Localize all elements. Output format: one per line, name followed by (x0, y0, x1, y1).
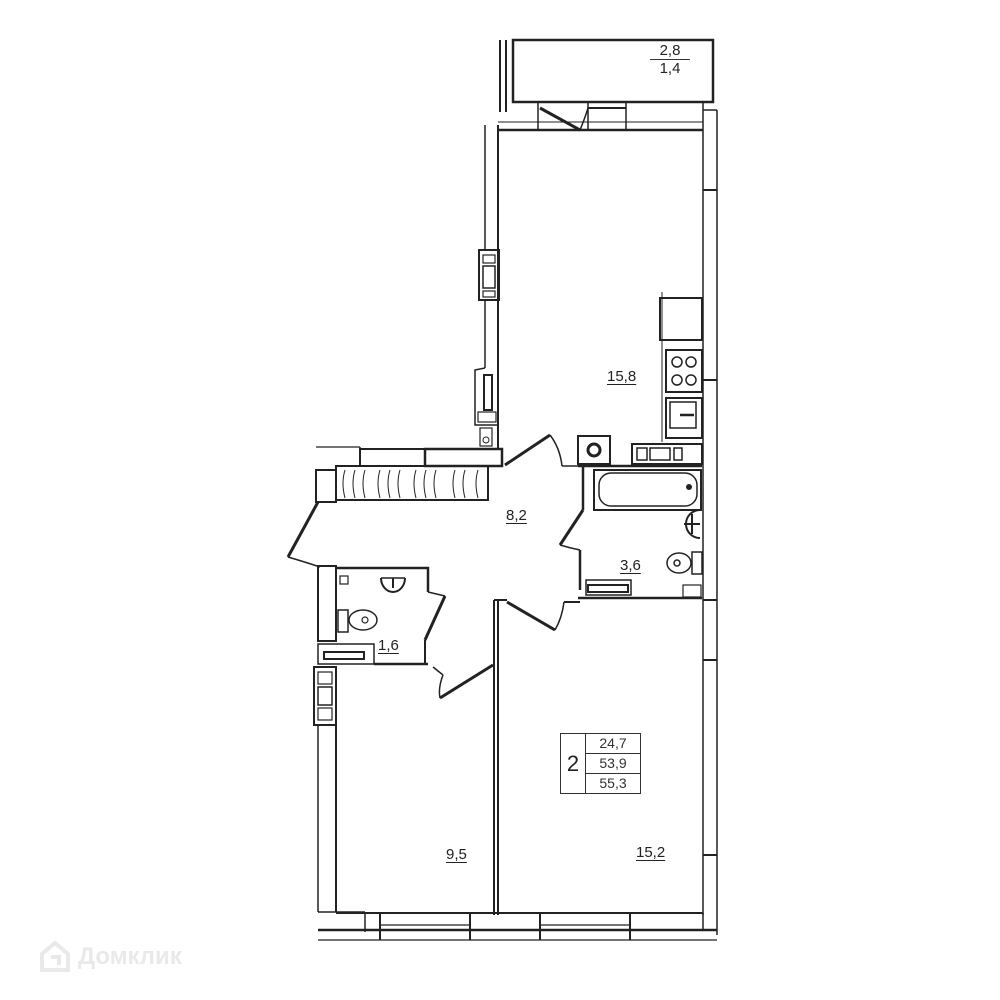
entrance-door (286, 501, 321, 568)
bathroom-area-label: 3,6 (620, 557, 641, 574)
bottom-facade-wall (318, 912, 717, 941)
toilet-area-label: 1,6 (378, 637, 399, 654)
balcony-area-label: 2,8 1,4 (650, 43, 690, 76)
hallway-top-wall (316, 433, 578, 468)
room-count: 2 (561, 734, 586, 793)
total-area: 53,9 (586, 754, 640, 774)
large-bedroom-area-label: 15,2 (636, 844, 666, 861)
apartment-summary-box: 2 24,7 53,9 55,3 (560, 733, 641, 794)
small-bedroom-walls (313, 663, 494, 913)
kitchen-left-wall (474, 125, 500, 450)
bathroom (558, 435, 703, 600)
balcony-area: 2,8 (650, 43, 690, 60)
domclick-watermark: Домклик (38, 940, 182, 974)
watermark-text: Домклик (78, 943, 182, 970)
hallway-area-label: 8,2 (506, 507, 527, 524)
wardrobe (315, 465, 489, 503)
toilet-room (317, 565, 447, 666)
living-area: 24,7 (586, 734, 640, 754)
right-facade-wall (702, 102, 718, 935)
total-with-balcony: 55,3 (599, 775, 627, 791)
balcony (499, 38, 715, 132)
house-logo-icon (40, 940, 70, 972)
kitchen-unit (659, 292, 703, 442)
balcony-reduced-area: 1,4 (659, 60, 681, 77)
kitchen-area-label: 15,8 (607, 368, 637, 385)
small-bedroom-area-label: 9,5 (446, 846, 467, 863)
